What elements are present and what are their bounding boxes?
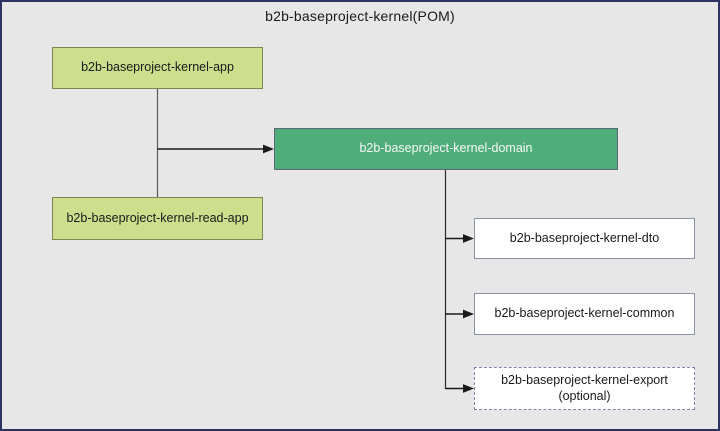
arrowhead-common <box>463 309 474 319</box>
node-kernel-read-app-label: b2b-baseproject-kernel-read-app <box>66 210 249 225</box>
node-kernel-export-label: b2b-baseproject-kernel-export <box>501 372 668 387</box>
node-kernel-domain-label: b2b-baseproject-kernel-domain <box>359 141 533 156</box>
arrowhead-domain <box>263 144 274 154</box>
node-kernel-export: b2b-baseproject-kernel-export (optional) <box>474 367 695 410</box>
arrowhead-dto <box>463 234 474 243</box>
node-kernel-dto-label: b2b-baseproject-kernel-dto <box>509 230 660 245</box>
node-kernel-app: b2b-baseproject-kernel-app <box>52 47 263 89</box>
node-kernel-dto: b2b-baseproject-kernel-dto <box>474 218 695 259</box>
node-kernel-app-label: b2b-baseproject-kernel-app <box>81 60 234 75</box>
node-kernel-read-app: b2b-baseproject-kernel-read-app <box>52 197 263 240</box>
arrowhead-export <box>463 384 474 393</box>
diagram-title: b2b-baseproject-kernel(POM) <box>265 8 455 24</box>
node-kernel-export-sublabel: (optional) <box>558 388 611 403</box>
node-kernel-common-label: b2b-baseproject-kernel-common <box>494 306 675 321</box>
node-kernel-domain: b2b-baseproject-kernel-domain <box>274 128 618 170</box>
node-kernel-common: b2b-baseproject-kernel-common <box>474 293 695 335</box>
